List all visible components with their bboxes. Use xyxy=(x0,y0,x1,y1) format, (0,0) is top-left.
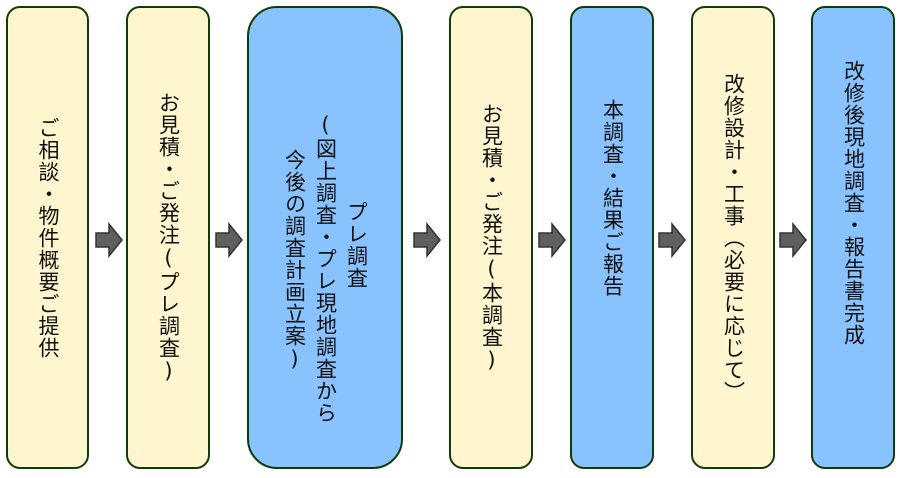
step-label: 改修後現地調査・報告書完成 xyxy=(841,59,866,346)
step-renovation: 改修設計・工事（必要に応じて） xyxy=(691,6,775,469)
right-arrow-icon xyxy=(215,222,243,258)
step-pre-survey: プレ調査(図上調査・プレ現地調査から今後の調査計画立案) xyxy=(247,6,403,469)
step-label: お見積・ご発注(本調査) xyxy=(479,102,504,373)
right-arrow-icon xyxy=(779,222,807,258)
step-label-line-2: (図上調査・プレ現地調査から xyxy=(313,113,338,424)
step-label-line-3: 今後の調査計画立案) xyxy=(282,149,307,372)
right-arrow-icon xyxy=(538,222,566,258)
step-estimate-main-survey: お見積・ご発注(本調査) xyxy=(449,6,533,469)
right-arrow-icon xyxy=(658,222,686,258)
step-label: 改修設計・工事（必要に応じて） xyxy=(721,72,746,403)
step-label-line-1: プレ調査 xyxy=(344,201,369,289)
step-consultation: ご相談・物件概要ご提供 xyxy=(6,6,89,469)
step-estimate-pre-survey: お見積・ご発注(プレ調査) xyxy=(126,6,210,469)
step-post-renovation-survey: 改修後現地調査・報告書完成 xyxy=(811,6,895,469)
step-label: 本調査・結果ご報告 xyxy=(600,98,625,297)
step-label-multiline: プレ調査(図上調査・プレ現地調査から今後の調査計画立案) xyxy=(217,51,434,424)
step-main-survey: 本調査・結果ご報告 xyxy=(570,6,654,469)
step-label: ご相談・物件概要ご提供 xyxy=(36,116,60,359)
right-arrow-icon xyxy=(413,222,441,258)
step-label: お見積・ご発注(プレ調査) xyxy=(156,91,181,384)
right-arrow-icon xyxy=(95,222,123,258)
